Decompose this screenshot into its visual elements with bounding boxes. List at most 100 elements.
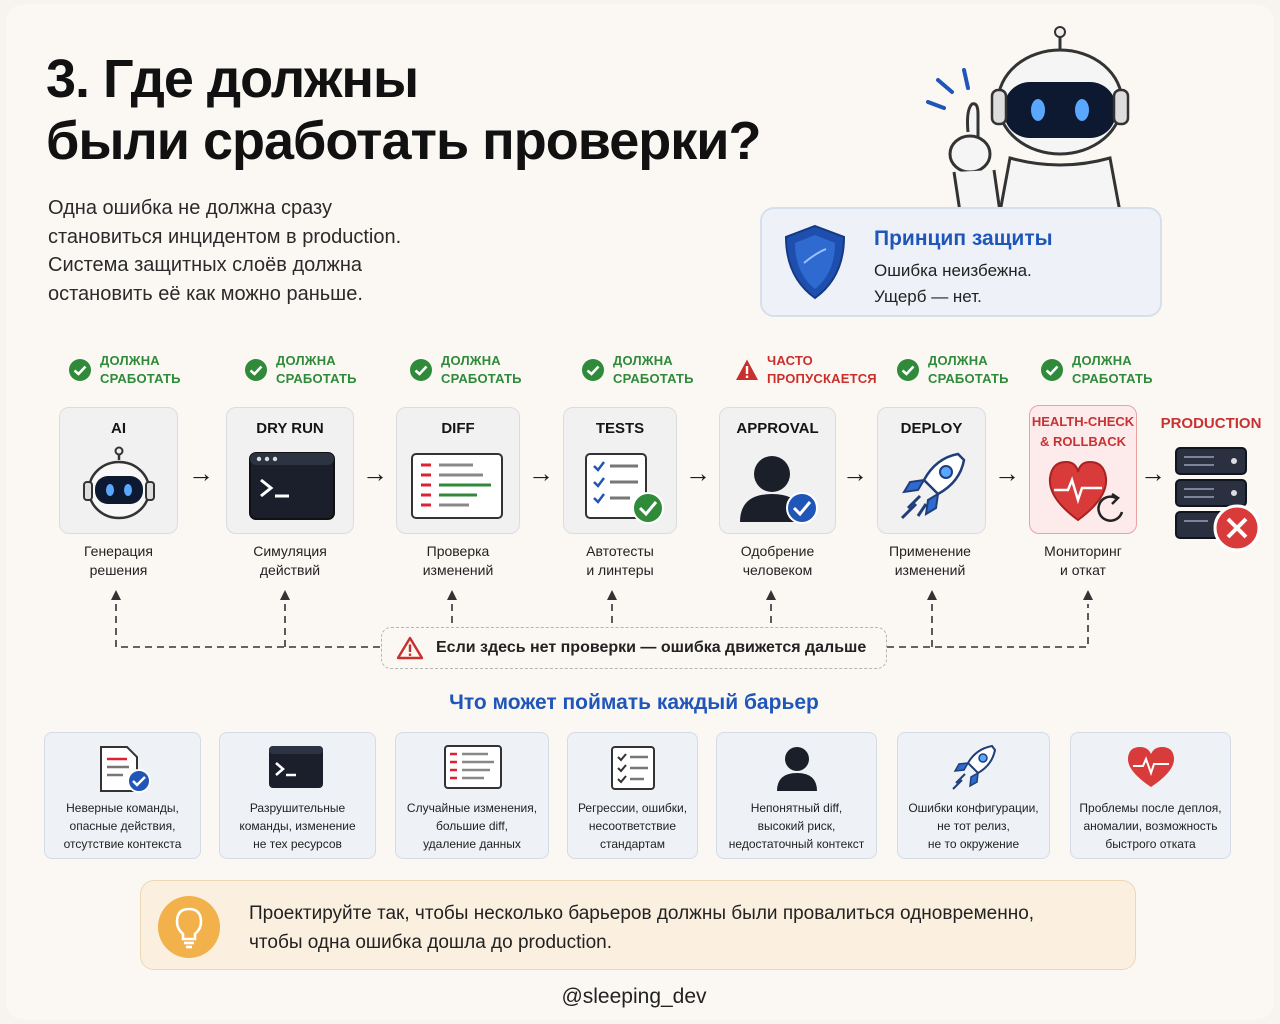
caption-line: решения [89, 562, 148, 578]
stage-approval: APPROVAL [719, 407, 836, 534]
status-line: ДОЛЖНА [100, 353, 160, 368]
caption-line: Генерация [84, 543, 153, 559]
barrier-line: Ошибки конфигурации, [908, 801, 1039, 815]
status-line: ДОЛЖНА [613, 353, 673, 368]
caption-line: Проверка [426, 543, 490, 559]
flow-arrow: → [842, 458, 868, 488]
barrier-line: недостаточный контекст [728, 837, 865, 851]
barrier-line: опасные действия, [69, 819, 176, 833]
flow-arrow: → [1140, 458, 1166, 488]
status-ai: ДОЛЖНА СРАБОТАТЬ [68, 350, 181, 390]
checklist-icon [585, 453, 664, 524]
stage-title: DIFF [441, 420, 475, 437]
barrier-line: быстрого отката [1105, 837, 1196, 851]
flow-arrow: → [188, 458, 214, 488]
caption-line: Применение [889, 543, 971, 559]
caption-line: изменений [894, 562, 966, 578]
terminal-icon [269, 746, 323, 788]
barrier-line: аномалии, возможность [1083, 819, 1218, 833]
principle-title: Принцип защиты [874, 227, 1053, 250]
status-line: ДОЛЖНА [441, 353, 501, 368]
heart-icon [1127, 747, 1175, 787]
barrier-line: Разрушительные [249, 801, 346, 815]
warning-callout: Если здесь нет проверки — ошибка движетс… [381, 627, 887, 669]
document-check-icon [100, 746, 151, 793]
status-diff: ДОЛЖНА СРАБОТАТЬ [409, 350, 522, 390]
status-line: СРАБОТАТЬ [613, 371, 694, 386]
warning-icon [736, 359, 758, 380]
barrier-line: Регрессии, ошибки, [577, 801, 688, 815]
stage-title: DEPLOY [900, 420, 963, 437]
production-title: PRODUCTION [1160, 415, 1262, 432]
barrier-line: отсутствие контекста [63, 837, 182, 851]
warning-text: Если здесь нет проверки — ошибка движетс… [436, 639, 867, 656]
status-line: ДОЛЖНА [928, 353, 988, 368]
status-approval: ЧАСТО ПРОПУСКАЕТСЯ [735, 350, 877, 390]
stage-ai: AI [59, 407, 178, 534]
user-icon [777, 747, 817, 791]
stage-title-line: & ROLLBACK [1040, 434, 1126, 449]
terminal-icon [249, 452, 335, 520]
stage-caption-ai: Генерация решения [59, 542, 178, 580]
barrier-line: большие diff, [436, 819, 508, 833]
lead-line-2: становиться инцидентом в production. [48, 225, 402, 248]
check-circle-icon [410, 359, 432, 381]
tip-line-2: чтобы одна ошибка дошла до production. [249, 932, 612, 953]
stage-title: AI [111, 420, 126, 437]
check-circle-icon [582, 359, 604, 381]
caption-line: действий [259, 562, 321, 578]
status-deploy: ДОЛЖНА СРАБОТАТЬ [896, 350, 1009, 390]
barrier-diff: Случайные изменения, большие diff, удалени… [395, 732, 549, 859]
shield-icon [784, 224, 846, 300]
principle-box: Принцип защиты Ошибка неизбежна. Ущерб —… [760, 207, 1162, 317]
principle-line-1: Ошибка неизбежна. [874, 261, 1032, 280]
stage-title: DRY RUN [256, 420, 324, 437]
caption-line: Автотесты [586, 543, 654, 559]
title-line-2: были сработать проверки? [46, 111, 761, 171]
stage-diff: DIFF [396, 407, 520, 534]
stage-caption-deploy: Применение изменений [870, 542, 990, 580]
stage-deploy: DEPLOY [877, 407, 986, 534]
rocket-icon [900, 452, 966, 520]
diff-icon [411, 453, 503, 519]
barrier-approval: Непонятный diff, высокий риск, недостаточн… [716, 732, 877, 859]
check-circle-icon [69, 359, 91, 381]
title-line-1: 3. Где должны [46, 49, 419, 109]
barrier-line: Случайные изменения, [406, 801, 538, 815]
principle-line-2: Ущерб — нет. [874, 287, 982, 306]
stage-health-check: HEALTH-CHECK & ROLLBACK [1029, 405, 1137, 534]
robot-icon [83, 446, 155, 520]
status-line: СРАБОТАТЬ [100, 371, 181, 386]
barrier-line: Непонятный diff, [750, 801, 843, 815]
flow-arrow: → [362, 458, 388, 488]
barrier-line: высокий риск, [757, 819, 836, 833]
check-circle-icon [245, 359, 267, 381]
checklist-icon [611, 746, 655, 790]
flow-arrow: → [685, 458, 711, 488]
status-line: СРАБОТАТЬ [441, 371, 522, 386]
barrier-line: не тех ресурсов [253, 837, 342, 851]
caption-line: и линтеры [586, 562, 654, 578]
rocket-icon [952, 744, 997, 790]
stage-caption-tests: Автотесты и линтеры [563, 542, 677, 580]
stage-caption-dry-run: Симуляция действий [226, 542, 354, 580]
status-tests: ДОЛЖНА СРАБОТАТЬ [581, 350, 694, 390]
status-line: ЧАСТО [767, 353, 813, 368]
check-circle-icon [897, 359, 919, 381]
warning-icon [396, 636, 424, 660]
caption-line: человеком [742, 562, 813, 578]
barrier-health-check: Проблемы после деплоя,аномалии, возможно… [1070, 732, 1231, 859]
lead-line-4: остановить её как можно раньше. [48, 282, 363, 305]
caption-line: Симуляция [253, 543, 327, 559]
server-error-icon [1175, 447, 1261, 552]
barrier-line: несоответствие [588, 819, 677, 833]
barrier-line: Неверные команды, [66, 801, 179, 815]
lightbulb-icon [158, 896, 220, 958]
barrier-line: удаление данных [423, 837, 521, 851]
status-line: ПРОПУСКАЕТСЯ [767, 371, 877, 386]
status-line: СРАБОТАТЬ [928, 371, 1009, 386]
barriers-heading: Что может поймать каждый барьер [449, 691, 819, 714]
